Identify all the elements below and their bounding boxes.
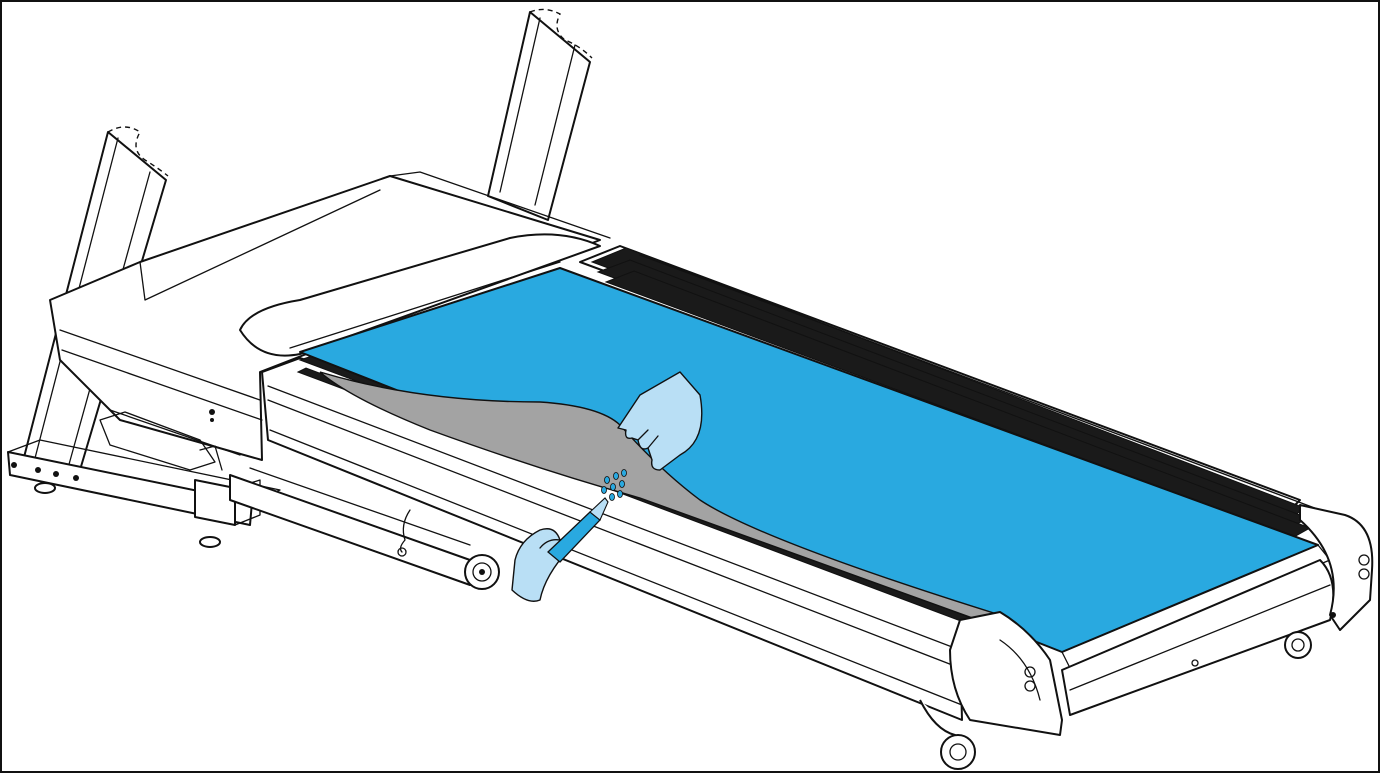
deck-side-rail-rear (579, 245, 1321, 538)
rear-wheel-left (919, 699, 976, 770)
lifting-hand-icon (617, 371, 703, 471)
rear-end-cap (949, 504, 1374, 736)
motor-hood (49, 171, 611, 471)
base-frame (7, 439, 471, 586)
running-belt (299, 267, 1331, 669)
rear-transport-wheel (464, 554, 500, 590)
lubricant-bottle-hand-icon (511, 497, 609, 602)
exposed-deck (319, 371, 1002, 626)
rear-wheel-right (1284, 631, 1312, 659)
upright-rear (487, 8, 593, 221)
lubricant-drops-icon (601, 469, 627, 501)
